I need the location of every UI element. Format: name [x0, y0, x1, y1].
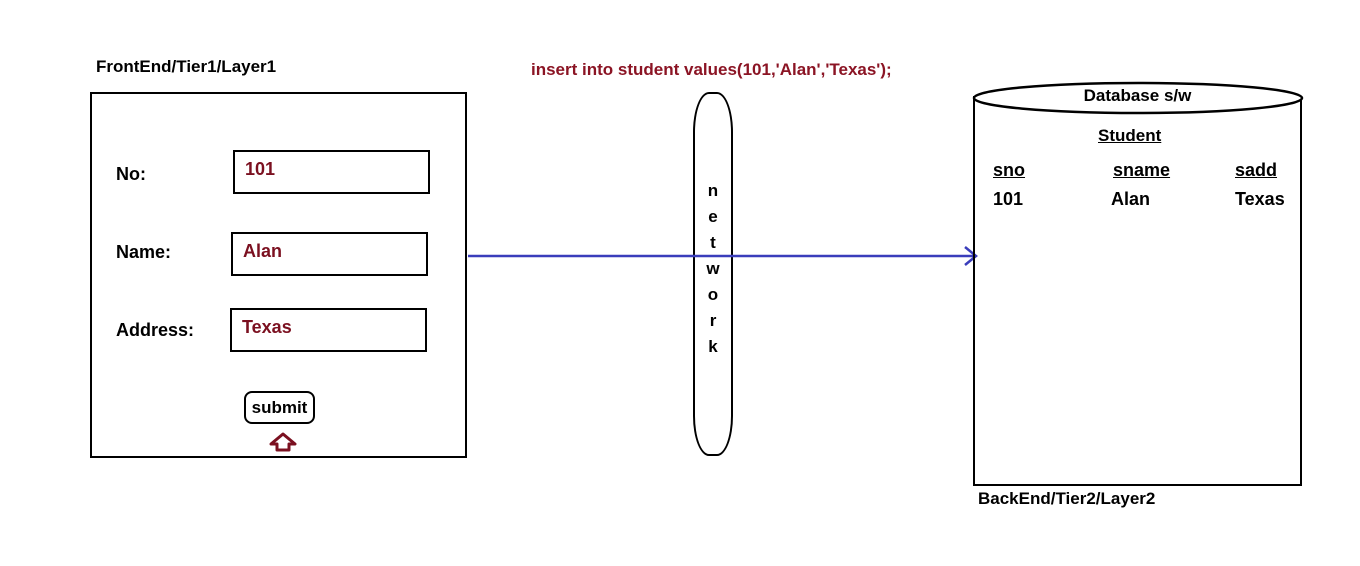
network-letter: w: [706, 259, 720, 278]
frontend-title: FrontEnd/Tier1/Layer1: [96, 57, 277, 76]
column-header-sadd: sadd: [1235, 160, 1278, 180]
network-letter: k: [708, 337, 718, 356]
address-label: Address:: [116, 320, 195, 340]
mouse-pointer-icon: [269, 432, 297, 452]
name-label: Name:: [116, 242, 172, 262]
backend-title: BackEnd/Tier2/Layer2: [978, 489, 1156, 508]
table-cell-sadd: Texas: [1235, 189, 1285, 209]
network-letter: o: [707, 285, 719, 304]
no-input[interactable]: 101: [233, 150, 430, 194]
network-letter: n: [707, 181, 719, 200]
submit-button[interactable]: submit: [244, 391, 315, 424]
no-label: No:: [116, 164, 146, 184]
name-input[interactable]: Alan: [231, 232, 428, 276]
frontend-form-box: [90, 92, 467, 458]
column-header-sname: sname: [1113, 160, 1171, 180]
network-label: n e t w o r k: [693, 178, 733, 360]
request-arrow: [468, 246, 978, 266]
network-letter: e: [708, 207, 718, 226]
network-letter: t: [710, 233, 716, 252]
address-input[interactable]: Texas: [230, 308, 427, 352]
table-name: Student: [1098, 126, 1162, 145]
column-header-sno: sno: [993, 160, 1026, 180]
sql-query: insert into student values(101,'Alan','T…: [531, 60, 892, 79]
network-pipe: [693, 92, 733, 456]
database-cylinder: [973, 96, 1302, 486]
database-top-ellipse: [972, 81, 1304, 115]
database-title: Database s/w: [1083, 86, 1192, 105]
table-cell-sno: 101: [993, 189, 1024, 209]
table-cell-sname: Alan: [1111, 189, 1151, 209]
network-letter: r: [709, 311, 717, 330]
